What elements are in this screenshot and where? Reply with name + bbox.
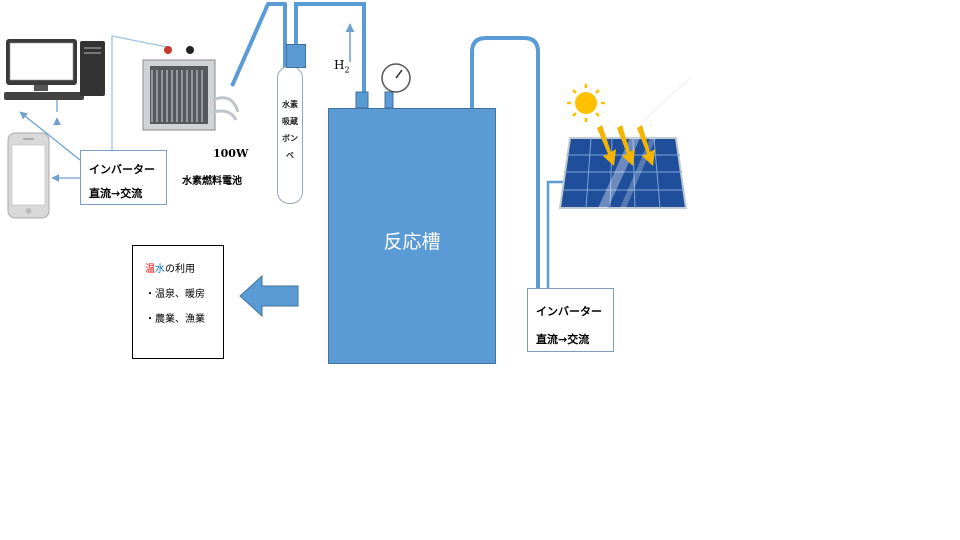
inverter-left-title: インバーター	[89, 163, 155, 176]
inverter-right: インバーター 直流→交流	[527, 288, 614, 352]
hot-water-item-2: ・農業、漁業	[145, 314, 205, 325]
sunlight-arrows	[597, 125, 655, 166]
inverter-left-desc: 直流→交流	[89, 187, 143, 200]
hot-water-title: 温水の利用	[145, 264, 195, 275]
inverter-right-desc: 直流→交流	[536, 333, 590, 346]
hot-water-box: 温水の利用 ・温泉、暖房 ・農業、漁業	[132, 245, 224, 359]
hot-water-arrow	[239, 274, 299, 318]
inverter-to-computer-arrow	[19, 111, 81, 161]
desktop-computer-icon	[4, 39, 105, 100]
solar-panel-icon	[558, 137, 688, 209]
fuel-cell-icon	[142, 46, 240, 131]
pressure-gauge-icon	[355, 63, 411, 109]
storage-label: 水素吸蔵ボンベ	[282, 99, 298, 160]
sun-icon	[567, 84, 605, 122]
hot-water-item-1: ・温泉、暖房	[145, 289, 205, 300]
inverter-right-title: インバーター	[536, 305, 602, 318]
tank-right-pipe	[470, 36, 540, 288]
smartphone-icon	[7, 132, 50, 219]
light-ray-line	[641, 77, 691, 123]
fuel-cell-computer-line	[111, 35, 173, 150]
h2-label: H2	[334, 58, 350, 75]
reaction-tank: 反応槽	[328, 108, 496, 364]
cylinder-valve	[286, 44, 306, 68]
reaction-tank-label: 反応槽	[383, 231, 441, 253]
storage-tank-pipe	[294, 2, 366, 94]
fuel-cell-name: 水素燃料電池	[182, 176, 242, 187]
fuel-cell-pipe	[230, 2, 287, 87]
hydrogen-storage-cylinder	[277, 66, 303, 204]
fuel-cell-power: 100W	[213, 147, 249, 160]
inverter-left: インバーター 直流→交流	[80, 150, 167, 205]
